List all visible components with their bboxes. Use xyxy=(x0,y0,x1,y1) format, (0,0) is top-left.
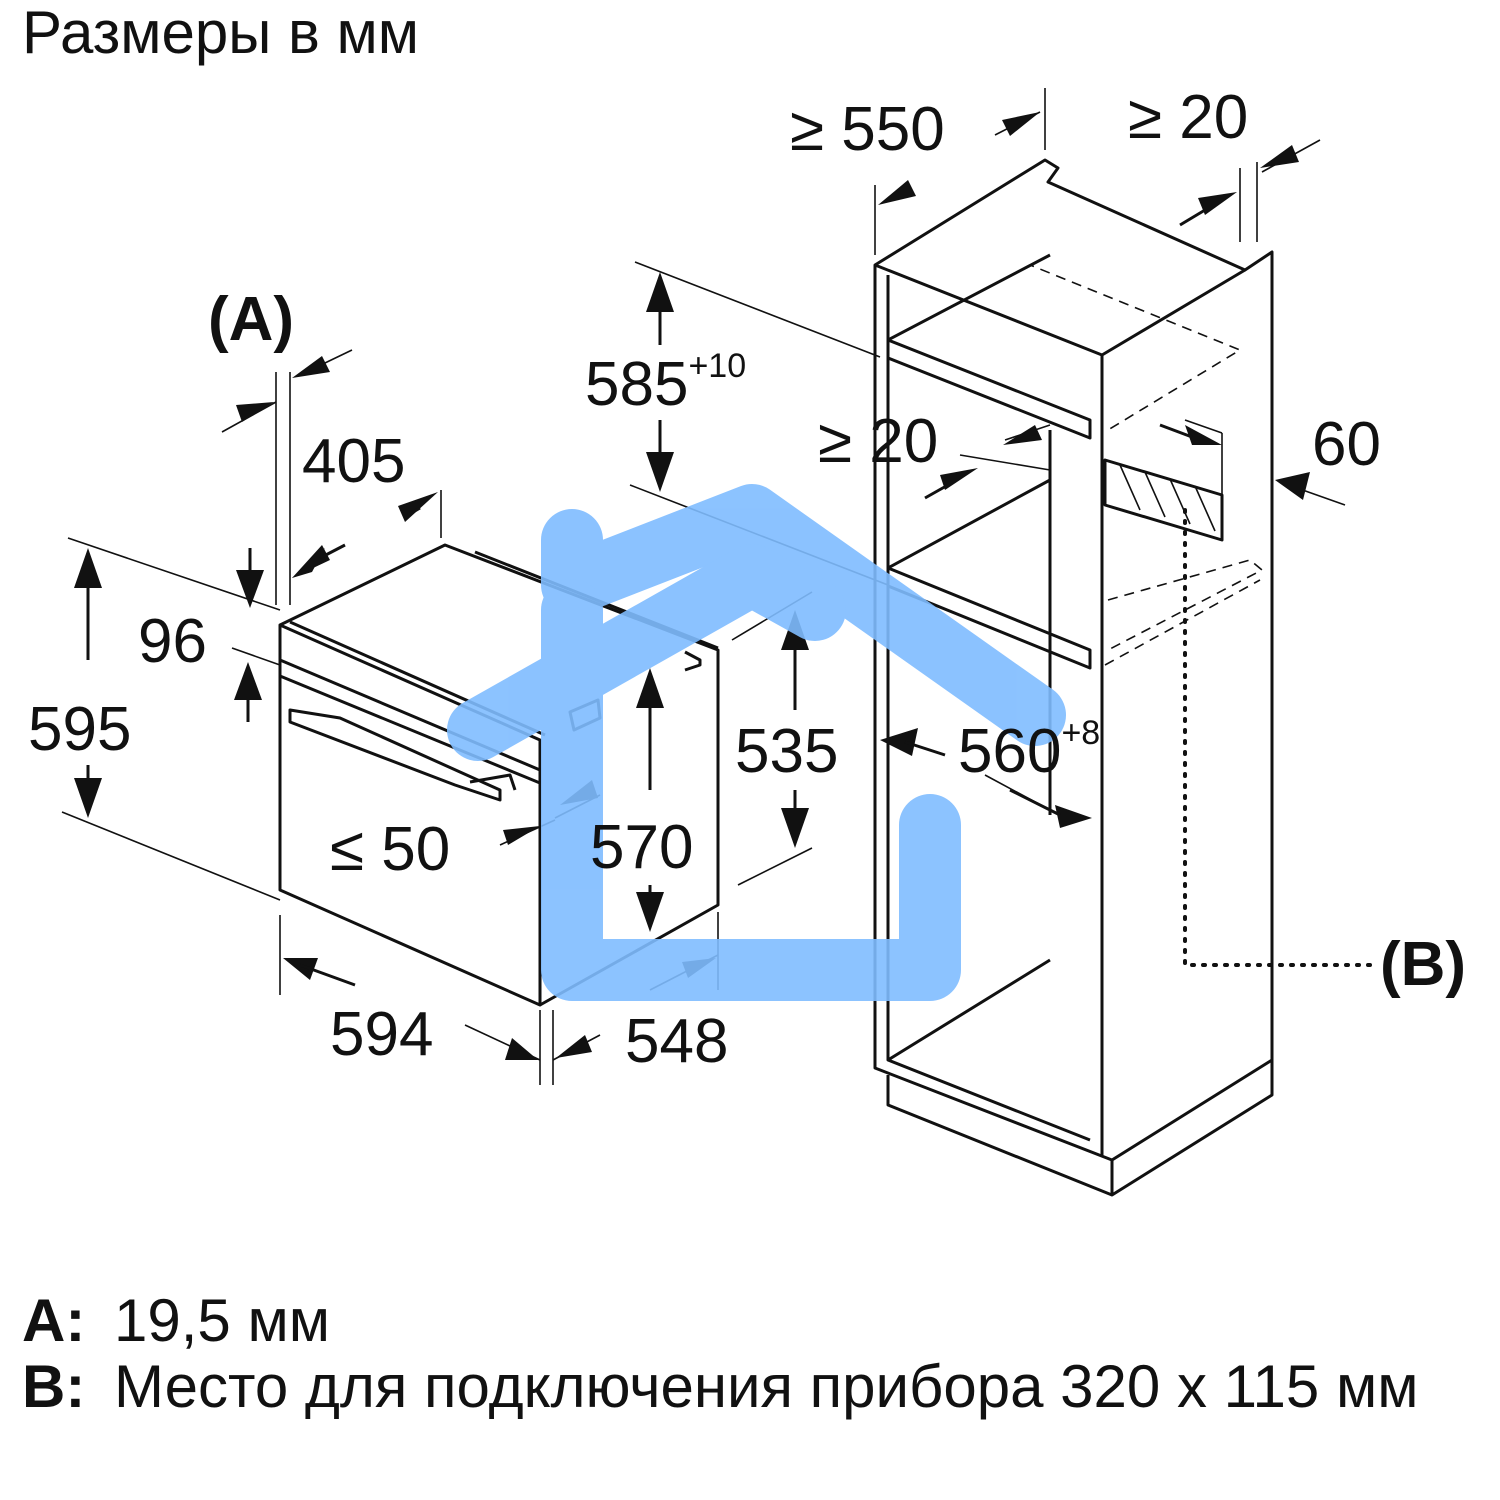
dimension-arrows xyxy=(74,112,1310,1060)
legend-row-a: A: 19,5 мм xyxy=(22,1288,1462,1354)
house-icon xyxy=(447,484,1066,1001)
label-vent: 60 xyxy=(1312,410,1381,479)
label-548: 548 xyxy=(625,1007,728,1076)
marker-a: (A) xyxy=(208,285,294,354)
label-depth-min: ≥ 550 xyxy=(790,95,945,164)
label-595: 595 xyxy=(28,695,131,764)
cabinet xyxy=(873,158,1372,1197)
label-50: ≤ 50 xyxy=(330,815,450,884)
legend-row-b: B: Место для подключения прибора 320 x 1… xyxy=(22,1354,1462,1420)
label-niche-height: 585+10 xyxy=(585,347,746,419)
label-96: 96 xyxy=(138,607,207,676)
legend-key-b: B: xyxy=(22,1353,86,1420)
marker-b: (B) xyxy=(1380,930,1466,999)
label-594: 594 xyxy=(330,1000,433,1069)
extension-lines xyxy=(61,88,1346,1085)
legend-text-b: Место для подключения прибора 320 x 115 … xyxy=(114,1353,1419,1420)
label-570: 570 xyxy=(590,813,693,882)
label-gap-shelf: ≥ 20 xyxy=(818,407,938,476)
label-gap-right: ≥ 20 xyxy=(1128,83,1248,152)
label-405: 405 xyxy=(302,427,405,496)
label-niche-width: 560+8 xyxy=(958,714,1100,786)
legend-key-a: A: xyxy=(22,1287,86,1354)
label-535: 535 xyxy=(735,717,838,786)
page-title: Размеры в мм xyxy=(22,0,420,66)
dimension-labels: ≥ 550 ≥ 20 (A) 585+10 ≥ 20 60 405 96 595… xyxy=(28,83,1466,1076)
legend: A: 19,5 мм B: Место для подключения приб… xyxy=(22,1288,1462,1420)
legend-text-a: 19,5 мм xyxy=(114,1287,330,1354)
